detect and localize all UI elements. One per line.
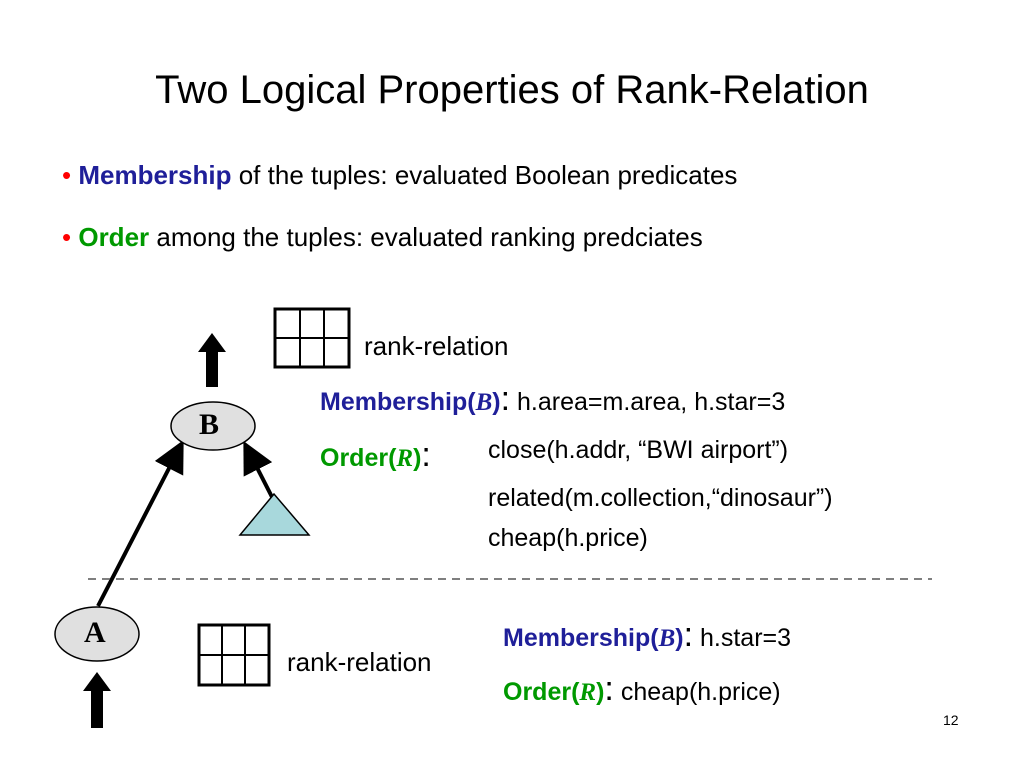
membership-keyword: Membership(: [503, 624, 659, 652]
order-line-upper: Order(R):: [320, 436, 431, 475]
membership-value: h.star=3: [700, 624, 792, 652]
input-arrow-lower: [83, 672, 111, 728]
slide-title: Two Logical Properties of Rank-Relation: [155, 68, 869, 112]
membership-value: h.area=m.area, h.star=3: [517, 388, 786, 416]
membership-colon: :: [683, 616, 694, 654]
bullet-membership: • Membership of the tuples: evaluated Bo…: [62, 160, 737, 191]
node-b-label: B: [199, 408, 220, 441]
order-colon: :: [604, 670, 614, 708]
order-keyword: Order(: [503, 678, 580, 706]
edge-subtree-to-b: [243, 440, 274, 498]
node-a-label: A: [84, 616, 106, 649]
order-close: ): [596, 678, 605, 706]
subtree-triangle: [238, 492, 311, 536]
rank-relation-label-lower: rank-relation: [287, 647, 432, 677]
order-value-1: close(h.addr, “BWI airport”): [488, 436, 789, 464]
order-value: cheap(h.price): [620, 678, 781, 706]
bullet-keyword-order: Order: [78, 222, 150, 252]
membership-close: ): [675, 624, 684, 652]
output-arrow-upper: [198, 333, 226, 387]
membership-keyword: Membership(: [320, 388, 476, 416]
ranking-symbol: R: [396, 445, 414, 472]
bullet-marker: •: [62, 222, 72, 252]
order-close: ): [413, 444, 422, 472]
order-colon: :: [421, 436, 431, 474]
membership-close: ): [492, 388, 501, 416]
membership-line-lower: Membership(B): h.star=3: [503, 616, 791, 655]
membership-line-upper: Membership(B): h.area=m.area, h.star=3: [320, 380, 785, 419]
order-line-lower: Order(R): cheap(h.price): [503, 670, 781, 709]
bullet-marker: •: [62, 160, 72, 190]
page-number: 12: [943, 712, 959, 728]
rank-relation-table-upper: [273, 307, 351, 369]
bullet-text-membership: of the tuples: evaluated Boolean predica…: [231, 160, 738, 190]
bullet-keyword-membership: Membership: [78, 160, 232, 190]
order-value-2: related(m.collection,“dinosaur”): [488, 484, 833, 512]
boolean-symbol: B: [475, 389, 493, 416]
boolean-symbol: B: [658, 625, 676, 652]
edge-a-to-b: [96, 439, 184, 607]
bullet-order: • Order among the tuples: evaluated rank…: [62, 222, 703, 253]
rank-relation-label-upper: rank-relation: [364, 331, 509, 361]
bullet-text-order: among the tuples: evaluated ranking pred…: [149, 222, 703, 252]
order-value-3: cheap(h.price): [488, 524, 648, 552]
ranking-symbol: R: [579, 679, 597, 706]
rank-relation-table-lower: [197, 623, 271, 687]
membership-colon: :: [500, 380, 511, 418]
node-a: [54, 606, 140, 662]
order-keyword: Order(: [320, 444, 397, 472]
node-b: [170, 401, 256, 451]
